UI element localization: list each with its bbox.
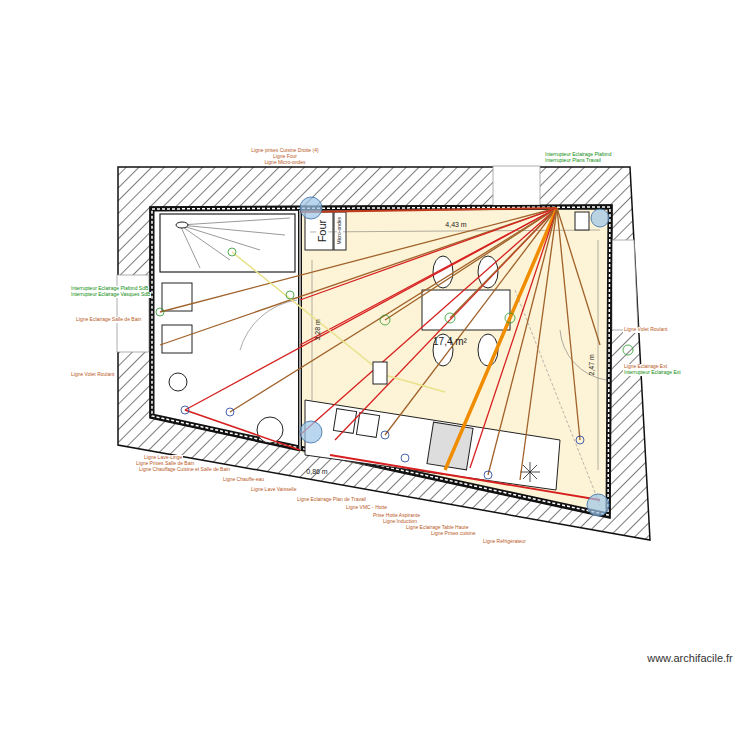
watermark: www.archifacile.fr	[646, 652, 734, 664]
shower-head	[176, 222, 188, 228]
appliance-label: Four	[316, 219, 328, 244]
entry-door	[560, 330, 606, 380]
kitchen-counter	[305, 400, 560, 490]
line-label: Ligne Volet Roulant	[70, 372, 115, 378]
partition	[298, 210, 302, 450]
dimension: 4,43 m	[444, 221, 467, 229]
window-right	[612, 240, 638, 330]
appliance-label: Micro-ondes	[337, 216, 343, 246]
light-points	[156, 248, 633, 355]
window-top	[493, 166, 540, 206]
line-label: Ligne Chauffe-eau	[222, 477, 265, 483]
line-label: Ligne Eclairage Table Haute	[405, 525, 469, 531]
partition-core	[299, 210, 301, 450]
microwave	[334, 212, 346, 250]
line-label: Ligne Lave Vaisselle	[250, 487, 298, 493]
line-label: Ligne Eclairage Plan de Travail	[296, 497, 367, 503]
dimension: 2,47 m	[588, 353, 596, 376]
junction-boxes	[300, 197, 609, 516]
line-label: Ligne VMC - Hotte	[345, 505, 388, 511]
dimension: 0,86 m	[305, 468, 328, 476]
line-label: Ligne Four	[272, 154, 298, 160]
line-label: Ligne Réfrigérateur	[482, 539, 527, 545]
switch-label: Interrupteur Plans Travail	[544, 158, 602, 164]
sink	[333, 409, 379, 438]
sockets	[181, 406, 584, 479]
wall-hatch	[118, 167, 650, 540]
chairs	[433, 256, 498, 366]
line-label: Ligne Chauffage Cuisine et Salle de Bain	[138, 467, 231, 473]
line-label: Ligne Prises cuisine	[430, 531, 476, 537]
line-label: Ligne Prises Salle de Bain	[135, 461, 195, 467]
switch-label: Interrupteur Eclairage Plafond SdB	[70, 286, 149, 292]
room-floor	[300, 208, 608, 512]
dim-line	[310, 230, 600, 232]
distribution-board	[373, 362, 387, 384]
water-heater	[169, 373, 187, 391]
wires	[160, 208, 600, 500]
switch-label: Interrupteur Eclairage Plafond	[544, 152, 612, 158]
shower	[160, 214, 295, 272]
dim-line	[312, 260, 313, 400]
line-label: Ligne Micro-ondes	[263, 160, 306, 166]
dimension: 3,28 m	[314, 318, 322, 341]
line-label: Prise Hotte Aspirante	[372, 513, 421, 519]
basin	[162, 283, 192, 311]
switch-label: Interrupteur Eclairage Vasques SdB	[70, 292, 151, 298]
shower-spray	[180, 218, 290, 268]
table	[422, 290, 510, 330]
line-label: Ligne Lave-Linge	[143, 455, 183, 461]
line-label: Ligne Volet Roulant	[623, 327, 668, 333]
fridge	[520, 462, 540, 482]
switch-label: Interrupteur Eclairage Ext	[623, 370, 682, 376]
dim-line	[598, 240, 599, 470]
line-label: Ligne Eclairage Salle de Bain	[75, 317, 142, 323]
line-label: Ligne Eclairage Ext	[623, 364, 668, 370]
switch-box	[575, 212, 589, 230]
area-label: 17,4 m²	[432, 336, 468, 347]
line-label: Ligne Induction	[382, 519, 418, 525]
line-label: Ligne prises Cuisine Droite (4)	[250, 148, 319, 154]
